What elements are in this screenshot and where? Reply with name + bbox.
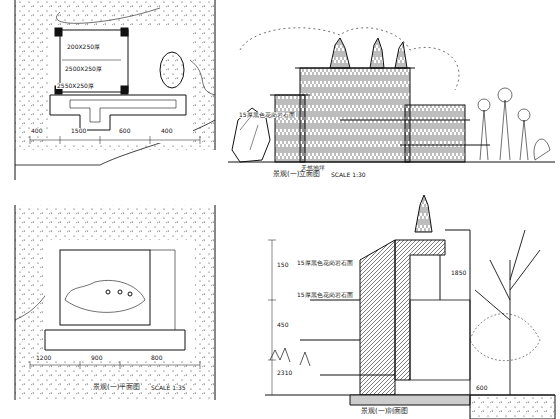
drawing-label: 2500X250厚: [64, 66, 103, 72]
drawing-label: 400: [30, 128, 43, 134]
drawing-label: 600: [475, 385, 488, 391]
drawing-label: 600: [118, 128, 131, 134]
drawing-label: 1850: [450, 270, 467, 276]
drawing-label: 450: [276, 322, 289, 328]
drawing-label: 800: [150, 355, 163, 361]
drawing-label: 900: [90, 355, 103, 361]
drawing-label: 15厚黑色花岗岩石面: [296, 292, 354, 298]
view-title: 景观(一)立面图: [272, 171, 321, 178]
drawing-label: 150: [276, 262, 289, 268]
drawing-label: 15厚黑色花岗岩石面: [296, 260, 354, 266]
drawing-label: 2550X250厚: [56, 83, 95, 89]
drawing-label: 200X250厚: [66, 44, 101, 50]
drawing-label: 2310: [276, 370, 293, 376]
drawing-label: SCALE 1:35: [150, 385, 187, 391]
view-title: 景观(一)剖面图: [360, 408, 409, 415]
drawing-label: SCALE 1:30: [330, 172, 367, 178]
drawing-label: 15厚黑色花岗岩石面: [238, 112, 296, 118]
drawing-label: 400: [160, 128, 173, 134]
drawing-label: 1200: [35, 355, 52, 361]
drawing-label: 1500: [70, 128, 87, 134]
view-title: 景观(一)平面图: [92, 384, 141, 391]
